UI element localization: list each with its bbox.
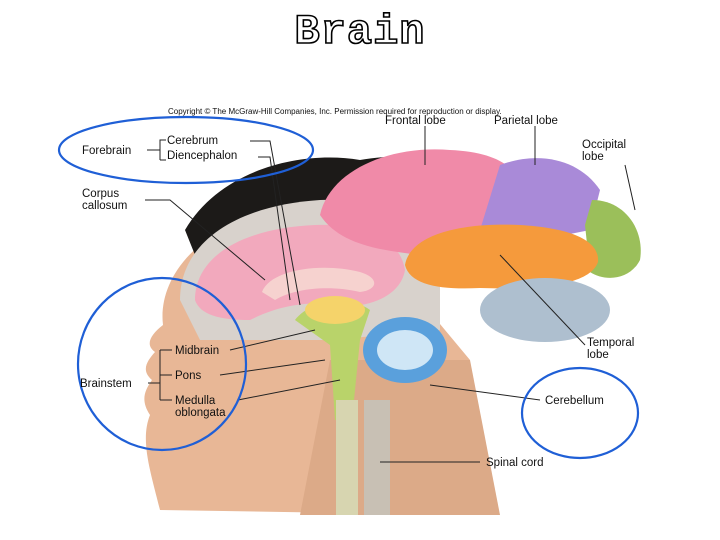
label-cerebrum: Cerebrum — [167, 135, 219, 147]
label-brainstem: Brainstem — [80, 378, 132, 390]
brainstem-highlight-circle — [76, 276, 248, 452]
page-title: Brain — [294, 7, 426, 57]
label-medulla-line2: oblongata — [175, 407, 226, 419]
label-temporal-lobe-line1: Temporal — [587, 337, 635, 349]
parietal-lobe-shape — [480, 158, 600, 240]
label-spinal-cord: Spinal cord — [486, 457, 544, 469]
label-pons: Pons — [175, 370, 202, 382]
diencephalon-shape — [305, 296, 365, 324]
arbor-vitae — [377, 330, 433, 370]
label-frontal-lobe: Frontal lobe — [385, 115, 446, 127]
highlight-circles — [57, 115, 640, 460]
label-forebrain: Forebrain — [82, 145, 132, 157]
label-occipital-lobe-line1: Occipital — [582, 139, 627, 151]
corpus-callosum-shape — [262, 267, 375, 300]
label-midbrain: Midbrain — [175, 345, 220, 357]
label-medulla-line1: Medulla — [175, 395, 216, 407]
neck-skin — [300, 360, 500, 515]
forebrain-highlight-circle — [57, 115, 315, 185]
cerebellum-highlight-circle — [520, 366, 640, 460]
brainstem-shape — [295, 301, 370, 420]
label-parietal-lobe: Parietal lobe — [494, 115, 558, 127]
label-corpus-callosum-line1: Corpus — [82, 188, 120, 200]
label-corpus-callosum-line2: callosum — [82, 200, 128, 212]
leader-lines — [145, 126, 636, 463]
occipital-lobe-shape — [585, 200, 641, 278]
label-cerebellum: Cerebellum — [545, 395, 604, 407]
vertebrae — [364, 400, 390, 515]
copyright-note: Copyright © The McGraw-Hill Companies, I… — [168, 107, 502, 116]
lateral-cerebellum-shape — [480, 278, 610, 342]
label-temporal-lobe-line2: lobe — [587, 349, 609, 361]
label-diencephalon: Diencephalon — [167, 150, 238, 162]
spinal-cord-shape — [336, 400, 358, 515]
label-occipital-lobe-line2: lobe — [582, 151, 604, 163]
